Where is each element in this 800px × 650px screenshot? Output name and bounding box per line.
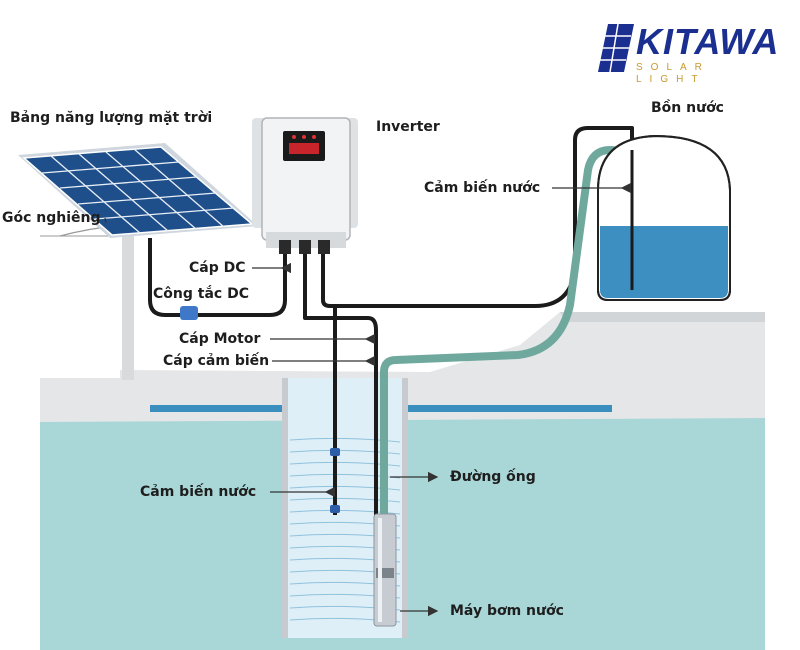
arrow-tilt [104, 217, 107, 224]
kitawa-logo: KITAWA SOLAR LIGHT [596, 20, 786, 85]
inverter-led-2 [302, 135, 306, 139]
inverter-gland-3 [318, 240, 330, 254]
label-motor-cable: Cáp Motor [179, 331, 261, 347]
label-pump: Máy bơm nước [450, 603, 564, 619]
label-solar-panel: Bảng năng lượng mặt trời [10, 110, 213, 126]
water-tank-outline [597, 134, 731, 301]
label-inverter: Inverter [376, 119, 440, 135]
cables [148, 126, 634, 515]
inverter-gland-2 [299, 240, 311, 254]
inverter-readout [289, 143, 319, 154]
callout-arrows [104, 182, 632, 617]
label-dc-switch: Công tắc DC [153, 286, 249, 302]
solar-logo-icon [598, 23, 634, 73]
well-wall-right [402, 378, 408, 638]
pump-highlight [378, 518, 382, 622]
solar-panel-grid [41, 148, 235, 234]
tank-water [600, 226, 728, 298]
inverter-led-1 [292, 135, 296, 139]
well-sensor-bottom [330, 505, 340, 513]
label-dc-cable: Cáp DC [189, 260, 246, 276]
label-pipe: Đường ống [450, 469, 536, 485]
label-tilt-angle: Góc nghiêng [2, 210, 101, 226]
sensor-cable [321, 126, 634, 308]
well-sensor-top [330, 448, 340, 456]
pump-intake [376, 568, 394, 578]
label-well-sensor: Cảm biến nước [140, 484, 257, 500]
label-tank-sensor: Cảm biến nước [424, 180, 541, 196]
inverter-led-3 [312, 135, 316, 139]
inverter-gland-1 [279, 240, 291, 254]
upper-platform [560, 312, 765, 322]
dc-switch [180, 306, 198, 320]
motor-cable [303, 250, 378, 515]
brand-name: KITAWA [636, 21, 780, 62]
brand-tagline: SOLAR LIGHT [636, 62, 710, 85]
well-wall-left [282, 378, 288, 638]
label-sensor-cable: Cáp cảm biến [163, 353, 270, 369]
dc-cable [148, 238, 287, 317]
panel-stand-post [122, 230, 134, 380]
label-water-tank: Bồn nước [651, 100, 724, 116]
